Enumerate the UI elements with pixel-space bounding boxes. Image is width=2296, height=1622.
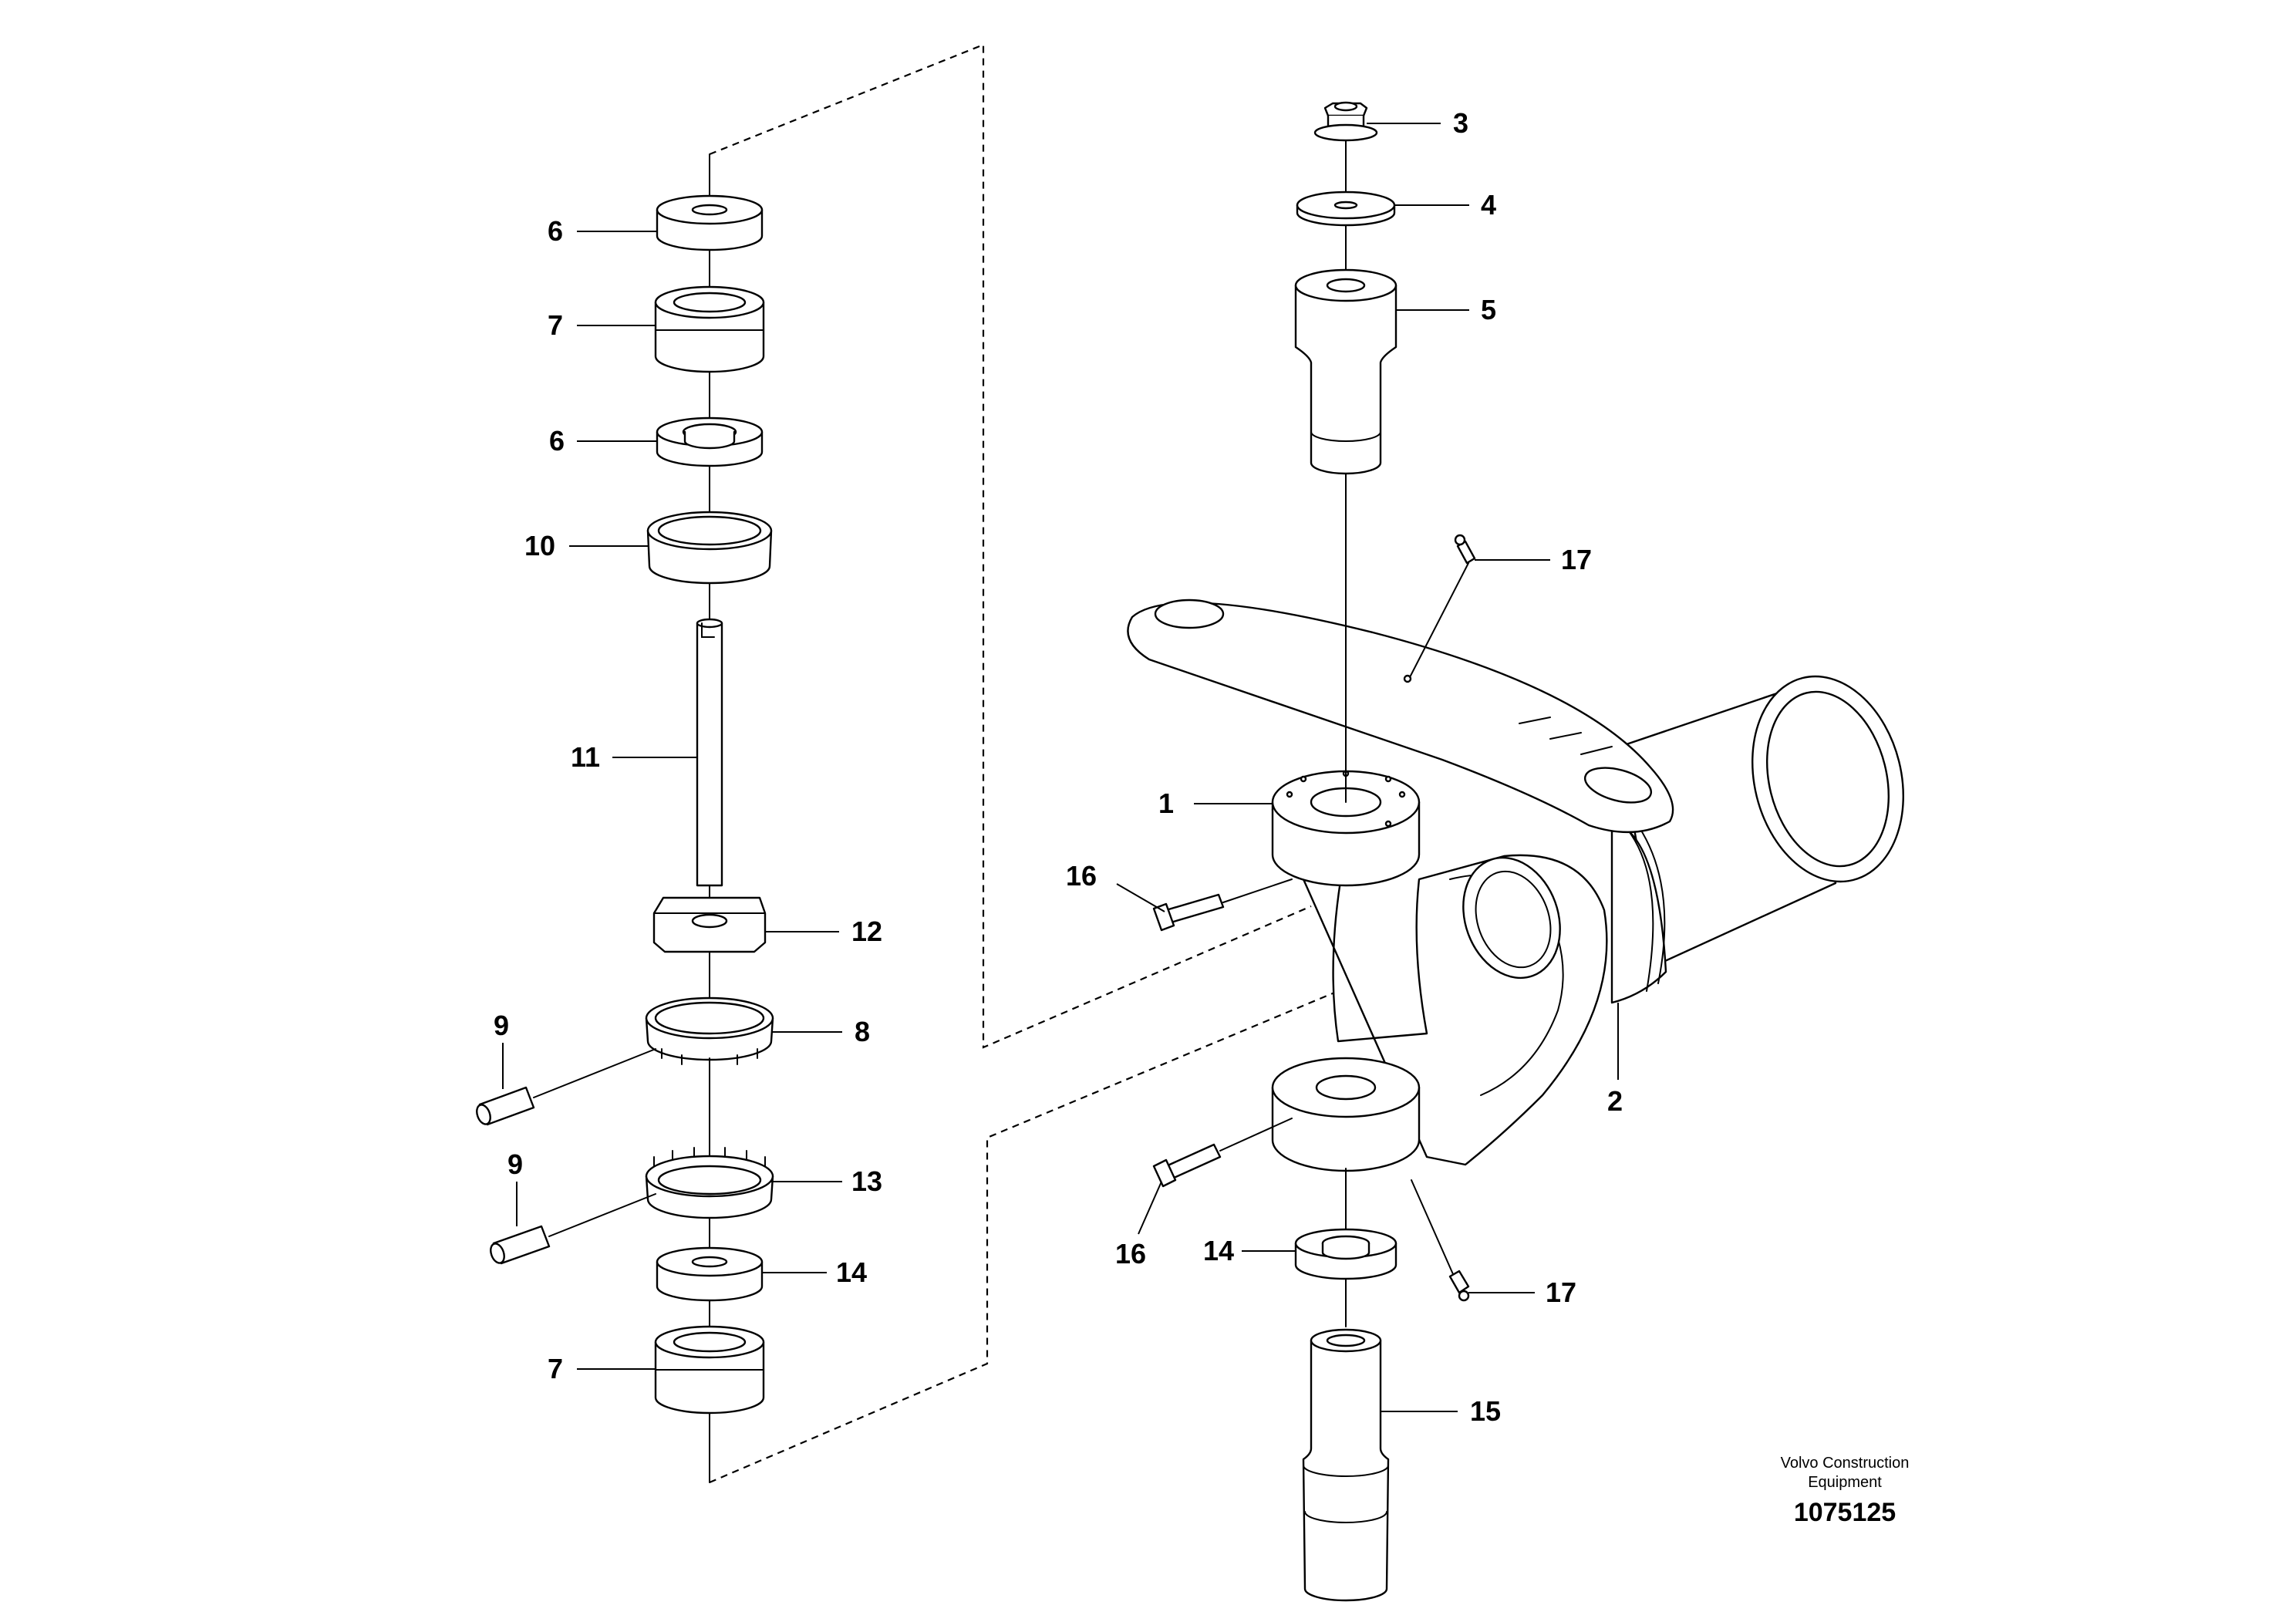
callout-6-mid: 6 [549, 425, 565, 457]
part-9-pin-lower [490, 1225, 551, 1265]
document-number: 1075125 [1794, 1498, 1896, 1527]
callout-4: 4 [1481, 189, 1496, 221]
callout-labels: 6 7 6 10 11 12 9 8 9 13 14 7 3 4 5 17 1 … [494, 107, 1623, 1427]
part-15-bushing [1302, 1328, 1390, 1602]
part-2-axle-hub [1610, 675, 1904, 1004]
callout-14-left: 14 [836, 1256, 867, 1288]
part-13-ring-nut [645, 1147, 774, 1219]
callout-3: 3 [1453, 107, 1468, 139]
callout-17-bottom: 17 [1546, 1276, 1576, 1308]
credit-line-1: Volvo Construction [1781, 1455, 1910, 1472]
callout-leaders [502, 123, 1619, 1412]
callout-10: 10 [524, 530, 555, 561]
part-7-bearing-bottom [654, 1325, 765, 1415]
part-1-knuckle-body [1271, 770, 1608, 1172]
part-10-cup [646, 511, 773, 585]
part-14-washer-left [656, 1246, 764, 1302]
part-4-washer [1296, 191, 1396, 227]
callout-13: 13 [851, 1165, 882, 1197]
steering-knuckle-assembly [1127, 101, 1904, 1602]
callout-2: 2 [1607, 1085, 1623, 1117]
part-6-washer-mid [656, 416, 764, 467]
callout-16-upper: 16 [1066, 860, 1097, 892]
callout-16-lower: 16 [1115, 1238, 1146, 1270]
knuckle-steering-arm [1127, 599, 1674, 834]
callout-8: 8 [855, 1016, 870, 1047]
callout-1: 1 [1158, 787, 1174, 819]
part-5-bushing [1294, 268, 1397, 475]
callout-7-top: 7 [548, 309, 563, 341]
callout-7-bottom: 7 [548, 1353, 563, 1384]
part-11-pin [696, 618, 723, 887]
part-9-pin-upper [476, 1086, 535, 1126]
callout-9-lower: 9 [507, 1148, 523, 1180]
dashed-connector-frame [709, 43, 1339, 1484]
callout-5: 5 [1481, 294, 1496, 325]
callout-12: 12 [851, 916, 882, 947]
part-6-washer-top [656, 194, 764, 251]
credit-line-2: Equipment [1808, 1474, 1882, 1491]
left-parts-stack [476, 153, 774, 1483]
part-8-ring-nut [645, 996, 774, 1068]
callout-11: 11 [571, 741, 600, 773]
callout-6-top: 6 [548, 215, 563, 247]
callout-9-upper: 9 [494, 1010, 509, 1041]
part-16-bolt-lower [1152, 1143, 1222, 1188]
part-12-square-washer [652, 896, 767, 953]
part-17-grease-nipple-top [1409, 534, 1476, 678]
part-3-nut [1313, 101, 1378, 142]
callout-14-right: 14 [1203, 1235, 1234, 1266]
part-16-bolt-upper [1152, 893, 1225, 932]
part-17-grease-nipple-bottom [1411, 1179, 1470, 1302]
credit-block: Volvo Construction Equipment 1075125 [1781, 1455, 1910, 1527]
part-7-bearing-top [654, 285, 765, 373]
part-14-washer-right [1294, 1228, 1397, 1280]
callout-15: 15 [1470, 1395, 1501, 1427]
callout-17-top: 17 [1561, 544, 1592, 575]
